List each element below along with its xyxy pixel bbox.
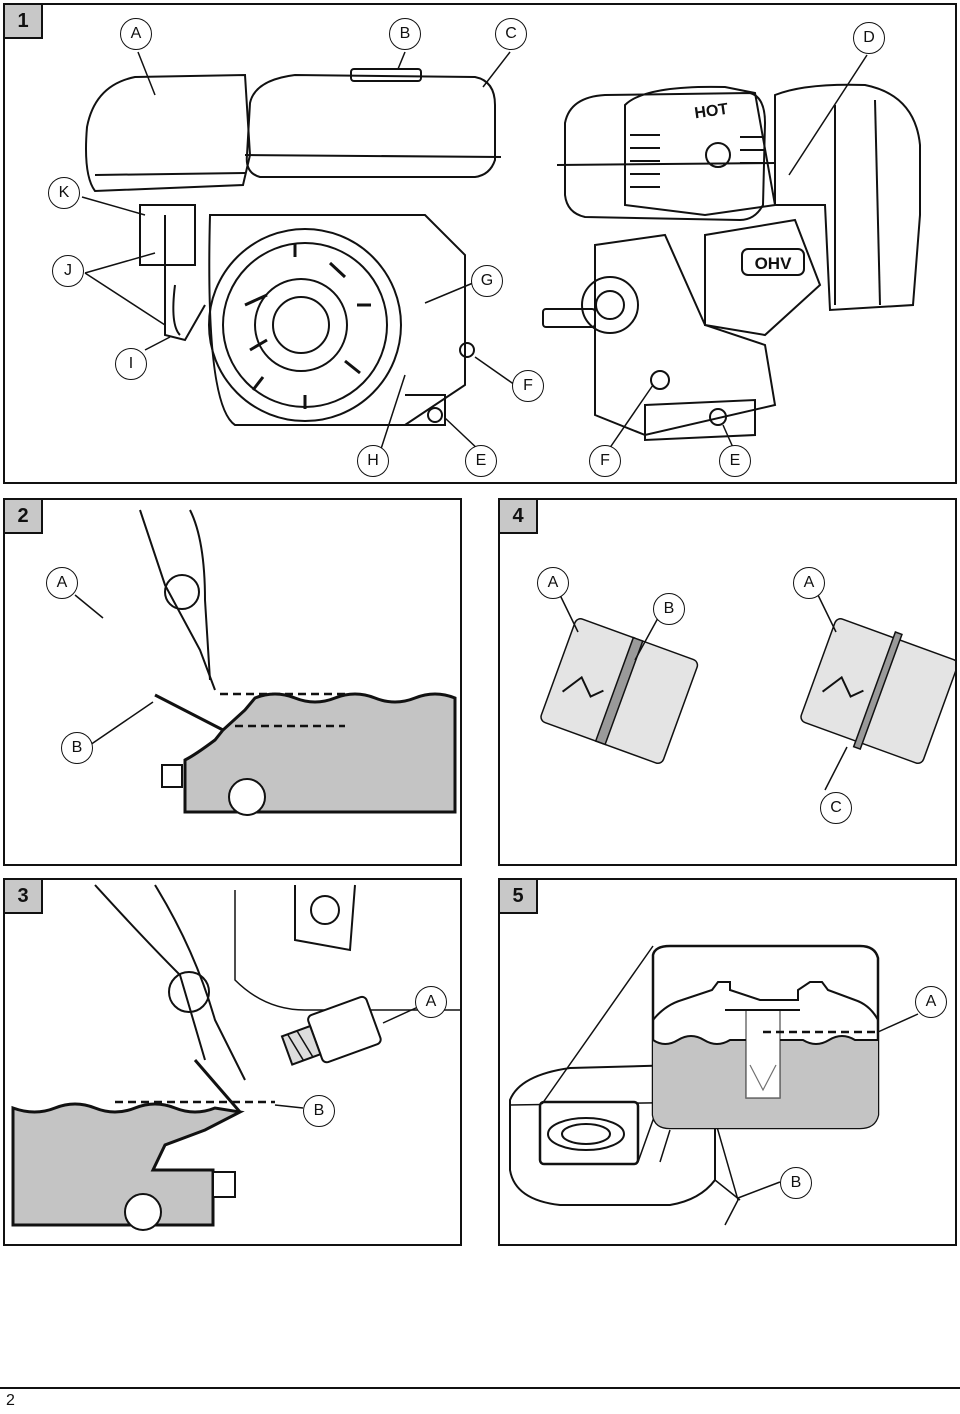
- label-f-right: F: [589, 445, 621, 477]
- label-g: G: [471, 265, 503, 297]
- label-b: B: [653, 593, 685, 625]
- label-b: B: [61, 732, 93, 764]
- label-f: F: [512, 370, 544, 402]
- hot-warning-text: HOT: [693, 101, 729, 123]
- label-a: A: [537, 567, 569, 599]
- label-b: B: [780, 1167, 812, 1199]
- panel-engine-overview: 1: [3, 3, 957, 484]
- panel-dipstick-marks: 4 A B A C: [498, 498, 957, 866]
- panel-number: 1: [5, 5, 43, 39]
- label-b: B: [389, 18, 421, 50]
- panel-number: 4: [500, 500, 538, 534]
- label-a-right: A: [793, 567, 825, 599]
- label-i: I: [115, 348, 147, 380]
- panel-number: 2: [5, 500, 43, 534]
- label-d: D: [853, 22, 885, 54]
- page-number: 2: [6, 1392, 15, 1409]
- label-a: A: [415, 986, 447, 1018]
- label-c: C: [495, 18, 527, 50]
- label-a: A: [120, 18, 152, 50]
- label-h: H: [357, 445, 389, 477]
- dipstick-marks-illustration: [540, 594, 955, 791]
- ohv-plate-text: OHV: [755, 254, 793, 273]
- panel-number: 5: [500, 880, 538, 914]
- label-j: J: [52, 255, 84, 287]
- fuel-tank-illustration: [509, 944, 919, 1226]
- label-c: C: [820, 792, 852, 824]
- panel-fuel-tank: 5 A B: [498, 878, 957, 1246]
- label-b: B: [303, 1095, 335, 1127]
- panel-fill-level: 3 A B: [3, 878, 462, 1246]
- fill-level-illustration: [11, 884, 460, 1231]
- dipstick-illustration: [74, 509, 457, 816]
- label-a: A: [46, 567, 78, 599]
- panel-dipstick-level: 2 A B: [3, 498, 462, 866]
- label-e-right: E: [719, 445, 751, 477]
- label-e: E: [465, 445, 497, 477]
- panel-number: 3: [5, 880, 43, 914]
- label-k: K: [48, 177, 80, 209]
- footer-divider: [0, 1387, 960, 1389]
- engine-illustration: OHV HOT: [81, 51, 921, 453]
- label-a: A: [915, 986, 947, 1018]
